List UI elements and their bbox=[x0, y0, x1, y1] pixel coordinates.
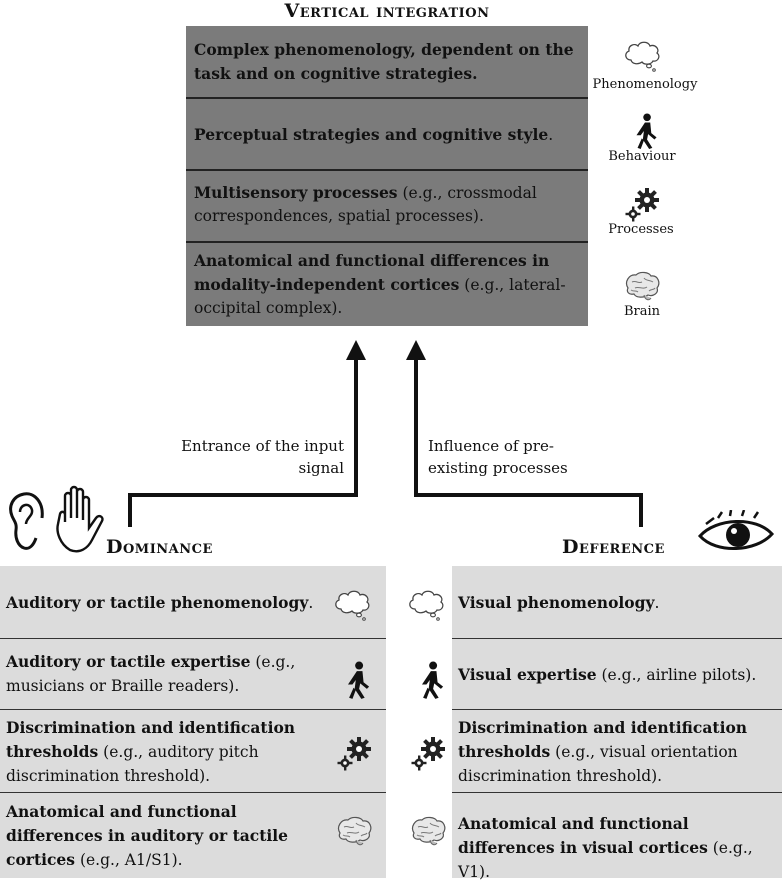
row-bold-text: Discrimination and identification thresh… bbox=[6, 718, 296, 761]
row-bold-text: Complex phenomenology, dependent on the … bbox=[194, 40, 574, 83]
input-signal-arrowhead bbox=[346, 340, 366, 360]
row-divider bbox=[0, 638, 386, 639]
thought-cloud-icon bbox=[332, 584, 372, 624]
row-bold-text: Visual expertise bbox=[458, 665, 597, 684]
deference-title: Deference bbox=[562, 536, 665, 558]
thought-cloud-icon bbox=[406, 584, 446, 624]
row-divider bbox=[452, 638, 782, 639]
row-normal-text: (e.g., V1). bbox=[458, 839, 753, 881]
row-bold-text: Auditory or tactile phenomenology bbox=[6, 593, 309, 612]
row-normal-text: (e.g., visual orientation discrimination… bbox=[458, 743, 738, 785]
input-signal-label: Entrance of the input signal bbox=[181, 437, 344, 477]
row-normal-text: (e.g., crossmodal correspondences, spati… bbox=[194, 184, 537, 225]
row-bold-text: Discrimination and identification thresh… bbox=[458, 718, 748, 761]
hand-icon bbox=[56, 485, 104, 553]
row-bold-text: Visual phenomenology bbox=[458, 593, 655, 612]
row-divider bbox=[186, 241, 588, 243]
row-normal-text: (e.g., musicians or Braille readers). bbox=[6, 653, 296, 695]
row-normal-text: . bbox=[654, 594, 660, 612]
dominance-row-phenomenology: Auditory or tactile phenomenology. bbox=[0, 591, 386, 615]
walking-person-icon bbox=[338, 660, 378, 700]
walking-person-icon bbox=[412, 660, 452, 700]
input-signal-arrow bbox=[128, 358, 358, 527]
row-bold-text: Anatomical and functional differences in… bbox=[6, 802, 289, 869]
row-normal-text: . bbox=[548, 126, 554, 144]
dominance-panel: Auditory or tactile phenomenology. Audit… bbox=[0, 566, 386, 878]
icon-label-behaviour: Behaviour bbox=[608, 149, 676, 164]
deference-row-expertise: Visual expertise (e.g., airline pilots). bbox=[452, 663, 782, 687]
icon-label-phenomenology: Phenomenology bbox=[592, 77, 698, 92]
vertical-row-processes: Multisensory processes (e.g., crossmodal… bbox=[186, 181, 588, 228]
row-bold-text: Anatomical and functional differences in… bbox=[458, 814, 708, 857]
vertical-row-behaviour: Perceptual strategies and cognitive styl… bbox=[186, 123, 588, 147]
icon-label-processes: Processes bbox=[608, 222, 674, 237]
gears-icon bbox=[334, 734, 374, 774]
ear-icon bbox=[9, 492, 44, 550]
dominance-row-expertise: Auditory or tactile expertise (e.g., mus… bbox=[0, 650, 326, 698]
row-bold-text: Multisensory processes bbox=[194, 183, 398, 202]
deference-row-phenomenology: Visual phenomenology. bbox=[452, 591, 782, 615]
row-divider bbox=[452, 709, 782, 710]
pre-existing-arrow bbox=[414, 358, 643, 527]
row-normal-text: (e.g., airline pilots). bbox=[596, 666, 757, 684]
icon-label-brain: Brain bbox=[623, 304, 661, 319]
row-normal-text: (e.g., A1/S1). bbox=[75, 851, 183, 869]
row-bold-text: Perceptual strategies and cognitive styl… bbox=[194, 125, 549, 144]
row-bold-text: Auditory or tactile expertise bbox=[6, 652, 251, 671]
dominance-title: Dominance bbox=[106, 536, 213, 558]
vertical-integration-title: Vertical integration bbox=[284, 0, 490, 22]
deference-row-thresholds: Discrimination and identification thresh… bbox=[452, 716, 782, 788]
brain-icon bbox=[408, 812, 448, 852]
dominance-row-thresholds: Discrimination and identification thresh… bbox=[0, 716, 326, 788]
row-divider bbox=[452, 792, 782, 793]
pre-existing-label: Influence of pre-existing processes bbox=[428, 437, 568, 477]
eye-icon bbox=[697, 510, 775, 550]
vertical-row-phenomenology: Complex phenomenology, dependent on the … bbox=[186, 38, 588, 86]
deference-row-cortices: Anatomical and functional differences in… bbox=[452, 812, 782, 884]
brain-icon bbox=[334, 812, 374, 852]
pre-existing-arrowhead bbox=[406, 340, 426, 360]
vertical-row-brain: Anatomical and functional differences in… bbox=[186, 249, 588, 320]
row-normal-text: (e.g., lateral-occipital complex). bbox=[194, 276, 566, 317]
row-bold-text: Anatomical and functional differences in… bbox=[194, 251, 550, 294]
row-divider bbox=[0, 792, 386, 793]
row-divider bbox=[186, 97, 588, 99]
row-normal-text: . bbox=[308, 594, 314, 612]
row-normal-text: (e.g., auditory pitch discrimination thr… bbox=[6, 743, 259, 785]
row-divider bbox=[186, 169, 588, 171]
deference-panel: Visual phenomenology. Visual expertise (… bbox=[452, 566, 782, 881]
gears-icon bbox=[408, 734, 448, 774]
vertical-integration-panel: Complex phenomenology, dependent on the … bbox=[186, 26, 588, 326]
dominance-row-cortices: Anatomical and functional differences in… bbox=[0, 800, 326, 872]
row-divider bbox=[0, 709, 386, 710]
